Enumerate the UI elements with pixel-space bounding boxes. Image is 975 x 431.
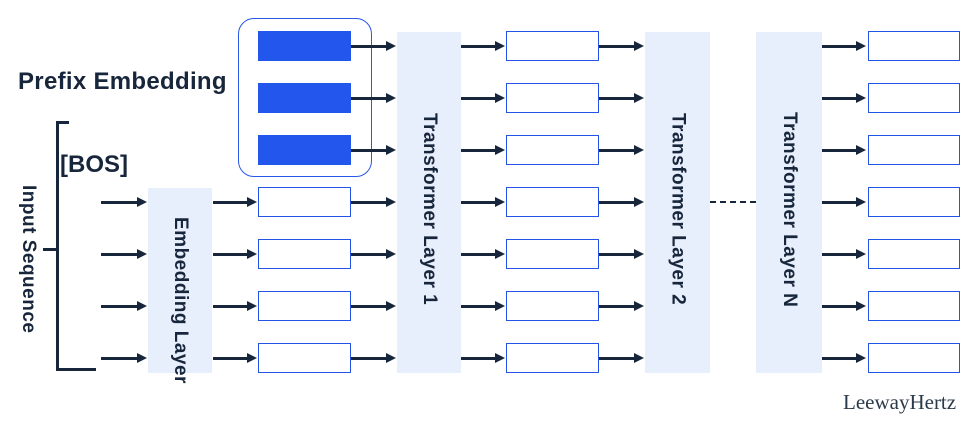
output-token-box [868,343,960,373]
flow-arrow [599,45,634,48]
flow-arrow [599,253,634,256]
input-bracket-bottom-tick [56,368,96,371]
input-bracket-label-tick [43,248,56,251]
flow-arrow [351,305,386,308]
flow-arrow [822,45,856,48]
prefix-token-box [258,31,351,61]
flow-arrow [599,305,634,308]
embedded-token-box [258,239,351,269]
input-sequence-label: Input Sequence [16,170,40,348]
prefix-embedding-title: Prefix Embedding [18,68,227,95]
hidden-state-box [506,135,599,165]
flow-arrow [101,357,137,360]
transformer-layer-n-column: Transformer Layer N [756,32,822,373]
hidden-state-box [506,343,599,373]
flow-arrow [822,97,856,100]
flow-arrow [351,45,386,48]
flow-arrow [822,201,856,204]
input-bracket-top-tick [56,121,69,124]
embedded-token-box [258,187,351,217]
prefix-token-box [258,135,351,165]
flow-arrow [599,357,634,360]
input-sequence-label-text: Input Sequence [18,184,39,334]
flow-arrow [101,253,137,256]
embedded-token-box [258,291,351,321]
flow-arrow [213,253,247,256]
hidden-state-box [506,239,599,269]
transformer-layer-1-column: Transformer Layer 1 [397,32,461,373]
bos-token-label: [BOS] [60,151,128,178]
flow-arrow [822,357,856,360]
hidden-state-box [506,31,599,61]
flow-arrow [213,201,247,204]
flow-arrow [599,97,634,100]
flow-arrow [213,357,247,360]
embedded-token-box [258,343,351,373]
hidden-state-box [506,83,599,113]
output-token-box [868,291,960,321]
output-token-box [868,239,960,269]
flow-arrow [822,149,856,152]
transformer-layer-n-label: Transformer Layer N [779,111,800,308]
prefix-token-box [258,83,351,113]
flow-arrow [822,305,856,308]
flow-arrow [351,201,386,204]
output-token-box [868,31,960,61]
transformer-layer-2-column: Transformer Layer 2 [645,32,710,373]
flow-arrow [461,149,495,152]
flow-arrow [101,201,137,204]
embedding-layer-label: Embedding Layer [148,198,212,403]
flow-arrow [351,253,386,256]
embedding-layer-column [148,188,212,373]
flow-arrow [101,305,137,308]
flow-arrow [351,149,386,152]
flow-arrow [461,97,495,100]
hidden-state-box [506,187,599,217]
transformer-layer-1-label: Transformer Layer 1 [419,113,440,306]
flow-arrow [599,201,634,204]
output-token-box [868,135,960,165]
input-bracket-stem [56,121,59,371]
flow-arrow [461,357,495,360]
flow-arrow [213,305,247,308]
flow-arrow [461,305,495,308]
output-token-box [868,83,960,113]
flow-arrow [461,253,495,256]
flow-arrow [461,45,495,48]
flow-arrow [599,149,634,152]
transformer-layer-2-label: Transformer Layer 2 [667,113,689,306]
flow-arrow [461,201,495,204]
leewayhertz-watermark: LeewayHertz [843,390,957,414]
flow-arrow [351,357,386,360]
output-token-box [868,187,960,217]
hidden-state-box [506,291,599,321]
flow-arrow [822,253,856,256]
embedding-layer-label-text: Embedding Layer [170,217,191,384]
flow-arrow [351,97,386,100]
skipped-layers-dots [710,201,756,203]
